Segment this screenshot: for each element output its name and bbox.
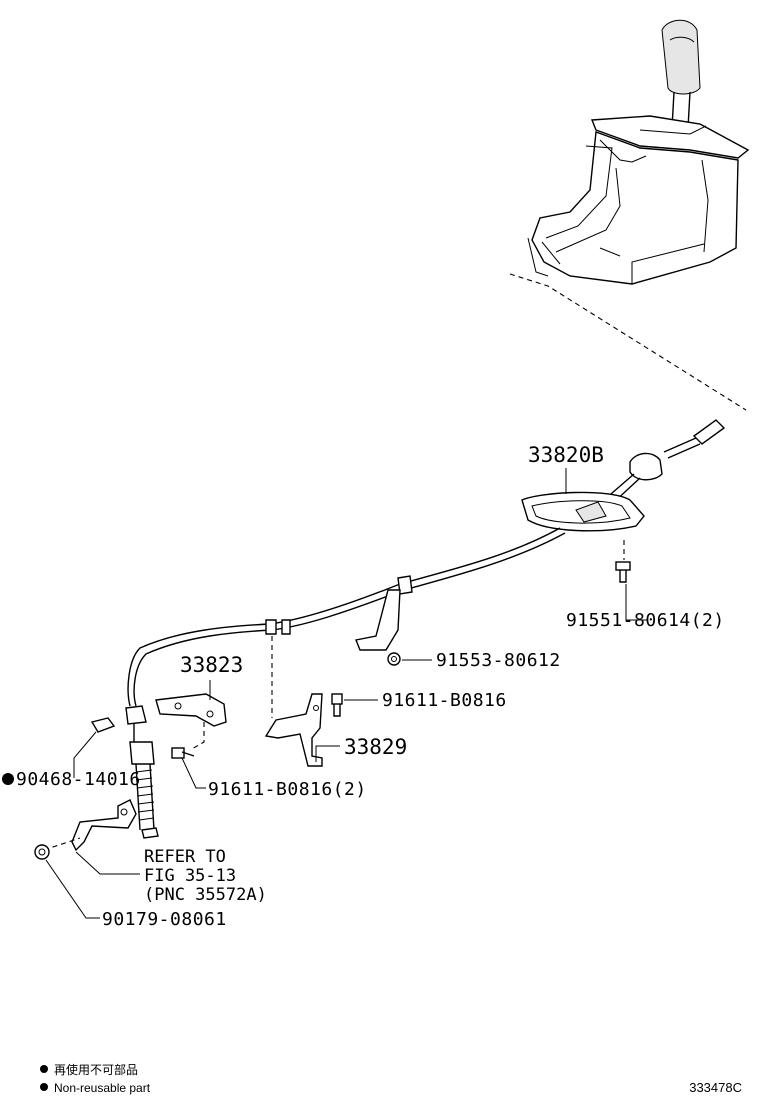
refer-note-line2: FIG 35-13 [144, 866, 236, 886]
bracket-33823 [155, 693, 227, 727]
legend-bullet-2 [40, 1083, 48, 1091]
label-91611-B0816: 91611-B0816 [382, 690, 507, 711]
label-33829: 33829 [344, 735, 407, 759]
label-33820B: 33820B [528, 443, 604, 467]
label-91553-80612: 91553-80612 [436, 650, 561, 671]
shift-lever-assembly [527, 19, 750, 285]
label-33823: 33823 [180, 653, 243, 677]
label-90468-14016: 90468-14016 [16, 769, 141, 790]
lever-bracket [71, 799, 137, 852]
legend-english: Non-reusable part [54, 1081, 151, 1095]
label-90179-08061: 90179-08061 [102, 909, 227, 930]
bolt-91553 [387, 652, 401, 666]
bolt-91611-b [171, 747, 195, 759]
legend-japanese: 再使用不可部品 [54, 1062, 138, 1077]
nut-90179 [34, 844, 50, 860]
bracket-33829 [264, 693, 323, 767]
leader-lines [45, 468, 648, 919]
shift-cable-assembly [125, 419, 726, 839]
bolt-91611-a [331, 693, 343, 717]
legend-bullet-1 [40, 1065, 48, 1073]
refer-note-line1: REFER TO [144, 847, 226, 867]
non-reusable-marker [2, 773, 14, 785]
label-91611-B0816-2: 91611-B0816(2) [208, 779, 367, 800]
bolt-91551 [615, 561, 631, 583]
refer-note-line3: (PNC 35572A) [144, 885, 267, 905]
clip-90468 [90, 717, 116, 733]
label-91551-80614: 91551-80614(2) [566, 610, 725, 631]
diagram-number: 333478C [689, 1080, 742, 1095]
